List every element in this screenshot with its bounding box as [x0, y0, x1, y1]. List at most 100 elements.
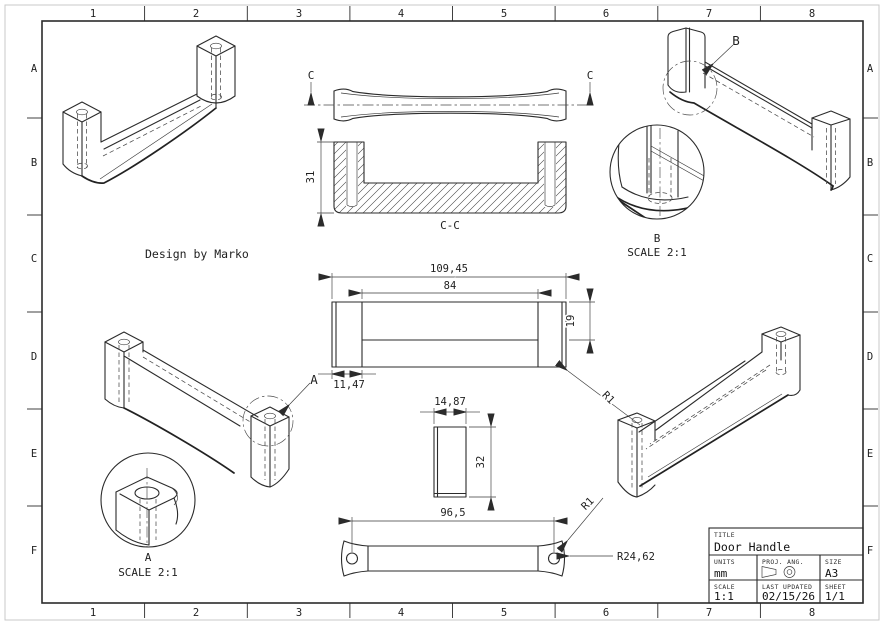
svg-text:D: D	[867, 351, 873, 363]
bottom-view: 96,5 R1 R24,62	[338, 494, 656, 577]
svg-text:A: A	[310, 372, 318, 387]
sheet-label: SHEET	[825, 584, 846, 591]
plan-view: C C	[304, 69, 596, 122]
svg-text:3: 3	[296, 607, 302, 619]
dim-grip-length: 84	[348, 279, 552, 299]
svg-text:F: F	[31, 545, 37, 557]
dim-end-height: 19	[564, 288, 595, 354]
front-view: 109,45 84 19 11,47 R1	[318, 262, 641, 426]
dim-depth: 14,87	[420, 395, 480, 424]
svg-text:E: E	[867, 448, 873, 460]
svg-text:19: 19	[565, 315, 577, 328]
detail-b-callout: B	[662, 33, 740, 116]
svg-text:5: 5	[501, 8, 507, 20]
size-value: A3	[825, 567, 838, 580]
dim-end-width: 11,47	[318, 370, 376, 393]
detail-a-callout-circle	[242, 395, 294, 447]
sheet-edge	[4, 4, 880, 621]
svg-text:2: 2	[193, 607, 199, 619]
detail-a-circle	[100, 452, 196, 548]
detail-view-a: A SCALE 2:1	[100, 452, 196, 579]
hole	[210, 42, 222, 50]
leader-fillet-bottom: R1	[556, 494, 604, 553]
svg-text:14,87: 14,87	[434, 396, 466, 408]
svg-text:A: A	[867, 63, 874, 75]
detail-b-label: B	[654, 232, 661, 245]
units-value: mm	[714, 567, 728, 580]
detail-b-callout-circle	[662, 60, 718, 116]
scale-label: SCALE	[714, 584, 735, 591]
svg-text:8: 8	[809, 607, 815, 619]
svg-text:B: B	[31, 157, 37, 169]
zone-ticks	[27, 6, 878, 618]
svg-text:F: F	[867, 545, 873, 557]
design-credit: Design by Marko	[145, 247, 249, 261]
updated-value: 02/15/26	[762, 590, 815, 603]
detail-view-b: B SCALE 2:1	[609, 124, 705, 259]
sheet-value: 1/1	[825, 590, 845, 603]
hole	[118, 338, 130, 346]
hole	[345, 552, 359, 565]
hole	[547, 552, 561, 565]
svg-text:7: 7	[706, 607, 712, 619]
section-label: C-C	[440, 219, 460, 232]
dim-wall-height: 31	[304, 128, 334, 227]
dim-side-height: 32	[469, 413, 496, 511]
hole	[775, 331, 787, 337]
svg-text:C: C	[867, 253, 873, 265]
svg-text:2: 2	[193, 8, 199, 20]
svg-text:8: 8	[809, 8, 815, 20]
svg-text:C: C	[308, 69, 315, 82]
hatched-section	[334, 142, 566, 213]
svg-text:C: C	[587, 69, 594, 82]
dim-overall-length: 109,45	[318, 262, 580, 299]
scale-value: 1:1	[714, 590, 734, 603]
svg-text:A: A	[31, 63, 38, 75]
units-label: UNITS	[714, 559, 735, 566]
iso-view-top-right: B	[662, 27, 851, 191]
svg-text:1: 1	[90, 8, 96, 20]
svg-text:B: B	[732, 33, 740, 48]
side-view: 14,87 32	[420, 395, 496, 511]
hole	[134, 486, 160, 500]
svg-text:5: 5	[501, 607, 507, 619]
updated-label: LAST UPDATED	[762, 584, 812, 591]
section-cut-marks: C C	[307, 69, 594, 106]
svg-text:3: 3	[296, 8, 302, 20]
svg-text:6: 6	[603, 8, 609, 20]
hole	[264, 412, 276, 420]
svg-text:84: 84	[444, 280, 457, 292]
svg-text:B: B	[867, 157, 873, 169]
title-block: TITLE Door Handle UNITS mm PROJ. ANG. SI…	[708, 527, 864, 604]
drawing-title: Door Handle	[714, 540, 790, 554]
detail-b-circle	[609, 124, 705, 220]
section-view-cc: 31 C-C	[304, 128, 567, 232]
svg-text:109,45: 109,45	[430, 263, 468, 275]
dim-hole-spacing: 96,5	[338, 506, 568, 552]
hole	[631, 417, 643, 423]
svg-text:4: 4	[398, 607, 404, 619]
svg-text:32: 32	[475, 456, 487, 469]
svg-text:R1: R1	[579, 495, 596, 512]
svg-text:96,5: 96,5	[440, 507, 465, 519]
iso-view-bottom-right	[617, 326, 801, 498]
svg-text:C: C	[31, 253, 37, 265]
svg-text:R1: R1	[599, 389, 616, 406]
svg-text:4: 4	[398, 8, 404, 20]
iso-view-top-left	[62, 35, 236, 184]
svg-text:7: 7	[706, 8, 712, 20]
leader-end-radius: R24,62	[556, 550, 656, 565]
leader-fillet-front: R1	[555, 359, 641, 426]
title-block-frame	[708, 527, 864, 604]
svg-text:R24,62: R24,62	[617, 551, 655, 563]
svg-text:D: D	[31, 351, 37, 363]
svg-text:E: E	[31, 448, 37, 460]
svg-text:31: 31	[305, 171, 317, 184]
svg-text:11,47: 11,47	[333, 379, 365, 391]
svg-text:6: 6	[603, 607, 609, 619]
third-angle-projection-icon	[761, 566, 796, 578]
detail-a-callout: A	[242, 372, 318, 447]
